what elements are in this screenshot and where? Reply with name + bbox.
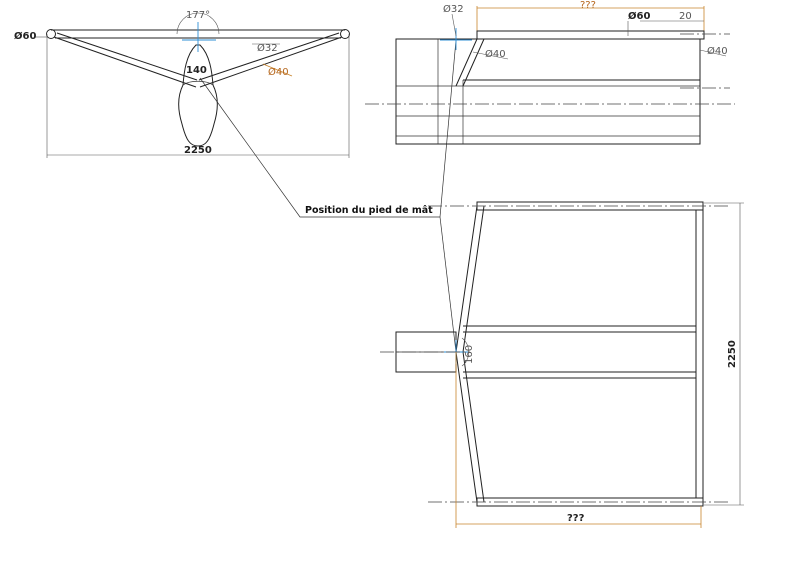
side-length-label: ??? (580, 0, 596, 11)
hull-inner (182, 80, 214, 86)
mast-foot-callout: Position du pied de mât (199, 39, 457, 353)
dia32-label: Ø32 (257, 42, 278, 54)
callout-leader-front (199, 77, 440, 218)
mast-foot-position-label: Position du pied de mât (305, 205, 433, 216)
side-hull-body (395, 38, 701, 145)
side-strut (455, 38, 485, 87)
side-dia40-right-leader (699, 49, 727, 57)
side-dia60-label: Ø60 (628, 10, 650, 22)
overall-width-label: 2250 (184, 145, 212, 156)
dia40-leader (262, 63, 293, 77)
radius160-label: 160 (464, 345, 475, 364)
side-dia32-label: Ø32 (443, 3, 464, 15)
top-length-label: ??? (567, 513, 585, 524)
side-dia40-left-leader (472, 51, 509, 60)
top-view: 160 2250 ??? (380, 201, 744, 528)
angle-label: 177° (186, 10, 210, 21)
callout-leader-to-side (439, 39, 457, 218)
side-dia32-leader (451, 13, 457, 37)
front-view: 177° Ø60 Ø32 Ø40 140 2250 (14, 10, 350, 158)
top-right-beam (695, 209, 704, 499)
hull-outline (178, 44, 218, 147)
overall-height-label: 2250 (727, 340, 738, 368)
side-view: ??? Ø32 Ø60 20 Ø40 Ø40 (365, 0, 735, 145)
width140-label: 140 (186, 65, 207, 76)
dia40-label: Ø40 (268, 66, 289, 78)
radius-arc (461, 337, 469, 367)
left-v-strut (53, 32, 198, 88)
angle-arc (176, 12, 220, 35)
side-offset20-label: 20 (679, 11, 692, 22)
side-top-tube (476, 30, 705, 40)
callout-leader-to-top (439, 216, 457, 353)
right-v-strut (198, 32, 343, 88)
side-dia40-left-label: Ø40 (485, 48, 506, 60)
side-dia40-right-label: Ø40 (707, 45, 728, 57)
dia60-label: Ø60 (14, 30, 36, 42)
